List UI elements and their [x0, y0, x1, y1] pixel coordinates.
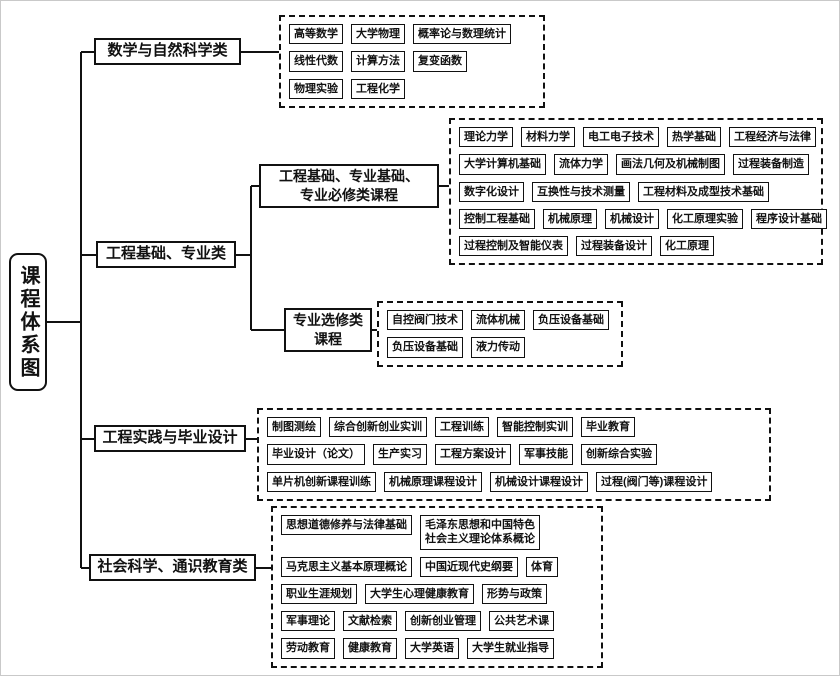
course-item: 单片机创新课程训练: [267, 471, 376, 492]
course-item: 线性代数: [289, 51, 343, 72]
root-node: 课程体系图: [9, 253, 47, 391]
course-item: 军事理论: [281, 611, 335, 632]
sub-branch-required-professional-courses: 工程基础、专业基础、 专业必修类课程: [259, 164, 439, 208]
course-row: 军事理论文献检索创新创业管理公共艺术课: [281, 611, 593, 632]
course-item: 互换性与技术测量: [532, 181, 630, 202]
course-item: 思想道德修养与法律基础: [281, 515, 412, 536]
course-row: 数字化设计互换性与技术测量工程材料及成型技术基础: [459, 181, 813, 202]
course-row: 思想道德修养与法律基础毛泽东思想和中国特色 社会主义理论体系概论: [281, 515, 593, 550]
course-item: 化工原理实验: [667, 208, 743, 230]
course-item: 智能控制实训: [497, 417, 573, 438]
course-item: 材料力学: [521, 127, 575, 148]
course-item: 大学生就业指导: [467, 638, 554, 659]
branch-social-science-general-education: 社会科学、通识教育类: [89, 554, 256, 581]
course-item: 计算方法: [351, 51, 405, 72]
course-item: 机械设计课程设计: [490, 471, 588, 492]
course-item: 数字化设计: [459, 181, 524, 202]
course-item: 大学生心理健康教育: [365, 583, 474, 605]
course-item: 概率论与数理统计: [413, 24, 511, 45]
course-item: 热学基础: [667, 127, 721, 148]
course-row: 负压设备基础液力传动: [387, 337, 613, 358]
course-item: 过程控制及智能仪表: [459, 236, 568, 257]
course-item: 工程训练: [435, 417, 489, 438]
course-row: 大学计算机基础流体力学画法几何及机械制图过程装备制造: [459, 154, 813, 175]
social-science-course-group: 思想道德修养与法律基础毛泽东思想和中国特色 社会主义理论体系概论马克思主义基本原…: [271, 506, 603, 668]
course-item: 化工原理: [660, 236, 714, 257]
branch-practice-graduation-design: 工程实践与毕业设计: [94, 425, 246, 452]
course-item: 大学英语: [405, 638, 459, 659]
course-item: 中国近现代史纲要: [420, 556, 518, 577]
course-item: 马克思主义基本原理概论: [281, 556, 412, 577]
course-item: 毕业教育: [581, 417, 635, 438]
course-item: 自控阀门技术: [387, 310, 463, 331]
course-item: 体育: [526, 556, 558, 577]
course-item: 机械设计: [605, 208, 659, 230]
course-item: 负压设备基础: [533, 310, 609, 331]
course-row: 马克思主义基本原理概论中国近现代史纲要体育: [281, 556, 593, 577]
course-item: 理论力学: [459, 127, 513, 148]
course-item: 机械原理: [543, 208, 597, 230]
math-natural-science-course-group: 高等数学大学物理概率论与数理统计线性代数计算方法复变函数物理实验工程化学: [279, 15, 545, 108]
required-professional-course-group: 理论力学材料力学电工电子技术热学基础工程经济与法律大学计算机基础流体力学画法几何…: [449, 118, 827, 266]
course-row: 职业生涯规划大学生心理健康教育形势与政策: [281, 583, 593, 605]
elective-professional-course-group: 自控阀门技术流体机械负压设备基础负压设备基础液力传动: [377, 301, 623, 367]
course-row: 毕业设计（论文） 生产实习工程方案设计军事技能创新综合实验: [267, 444, 761, 465]
course-item: 负压设备基础: [387, 337, 463, 358]
course-item: 液力传动: [471, 337, 525, 358]
course-item: 过程装备设计: [576, 236, 652, 257]
course-item: 职业生涯规划: [281, 583, 357, 605]
course-item: 工程方案设计: [435, 444, 511, 465]
course-row: 自控阀门技术流体机械负压设备基础: [387, 310, 613, 331]
course-item: 公共艺术课: [489, 611, 554, 632]
course-item: 创新创业管理: [405, 611, 481, 632]
course-item: 军事技能: [519, 444, 573, 465]
root-label: 课程体系图: [17, 264, 39, 380]
course-item: 流体力学: [554, 154, 608, 175]
course-row: 物理实验工程化学: [289, 78, 535, 99]
branch-engineering-professional: 工程基础、专业类: [96, 241, 236, 268]
course-row: 单片机创新课程训练机械原理课程设计机械设计课程设计过程(阀门等)课程设计: [267, 471, 761, 492]
course-item: 综合创新创业实训: [329, 417, 427, 438]
course-item: 控制工程基础: [459, 208, 535, 230]
course-item: 工程化学: [351, 78, 405, 99]
course-item: 高等数学: [289, 24, 343, 45]
course-row: 线性代数计算方法复变函数: [289, 51, 535, 72]
course-item: 复变函数: [413, 51, 467, 72]
course-item: 流体机械: [471, 310, 525, 331]
course-item: 创新综合实验: [581, 444, 657, 465]
branch-math-natural-science: 数学与自然科学类: [94, 38, 241, 65]
sub-branch-elective-professional-courses: 专业选修类 课程: [284, 308, 372, 352]
course-row: 制图测绘综合创新创业实训工程训练智能控制实训毕业教育: [267, 417, 761, 438]
course-item: 程序设计基础: [751, 208, 827, 230]
course-item: 健康教育: [343, 638, 397, 659]
course-item: 文献检索: [343, 611, 397, 632]
course-row: 控制工程基础机械原理机械设计化工原理实验程序设计基础: [459, 208, 827, 230]
course-row: 高等数学大学物理概率论与数理统计: [289, 24, 535, 45]
course-item: 画法几何及机械制图: [616, 154, 725, 175]
course-item: 过程(阀门等)课程设计: [596, 471, 713, 492]
course-item: 工程材料及成型技术基础: [638, 181, 769, 202]
course-item: 毕业设计（论文）: [267, 444, 365, 465]
course-item: 劳动教育: [281, 638, 335, 659]
course-item: 制图测绘: [267, 417, 321, 438]
practice-graduation-course-group: 制图测绘综合创新创业实训工程训练智能控制实训毕业教育毕业设计（论文）生产实习工程…: [257, 408, 771, 501]
course-row: 理论力学材料力学电工电子技术热学基础工程经济与法律: [459, 127, 816, 148]
course-item: 过程装备制造: [733, 154, 809, 175]
course-item: 生产实习: [373, 444, 427, 465]
course-item: 毛泽东思想和中国特色 社会主义理论体系概论: [420, 515, 540, 550]
course-item: 形势与政策: [482, 583, 547, 605]
course-item: 大学计算机基础: [459, 154, 546, 175]
course-item: 物理实验: [289, 78, 343, 99]
course-row: 劳动教育健康教育大学英语大学生就业指导: [281, 638, 593, 659]
course-item: 电工电子技术: [583, 127, 659, 148]
course-item: 工程经济与法律: [729, 127, 816, 148]
course-item: 机械原理课程设计: [384, 471, 482, 492]
course-item: 大学物理: [351, 24, 405, 45]
course-row: 过程控制及智能仪表过程装备设计化工原理: [459, 236, 813, 257]
